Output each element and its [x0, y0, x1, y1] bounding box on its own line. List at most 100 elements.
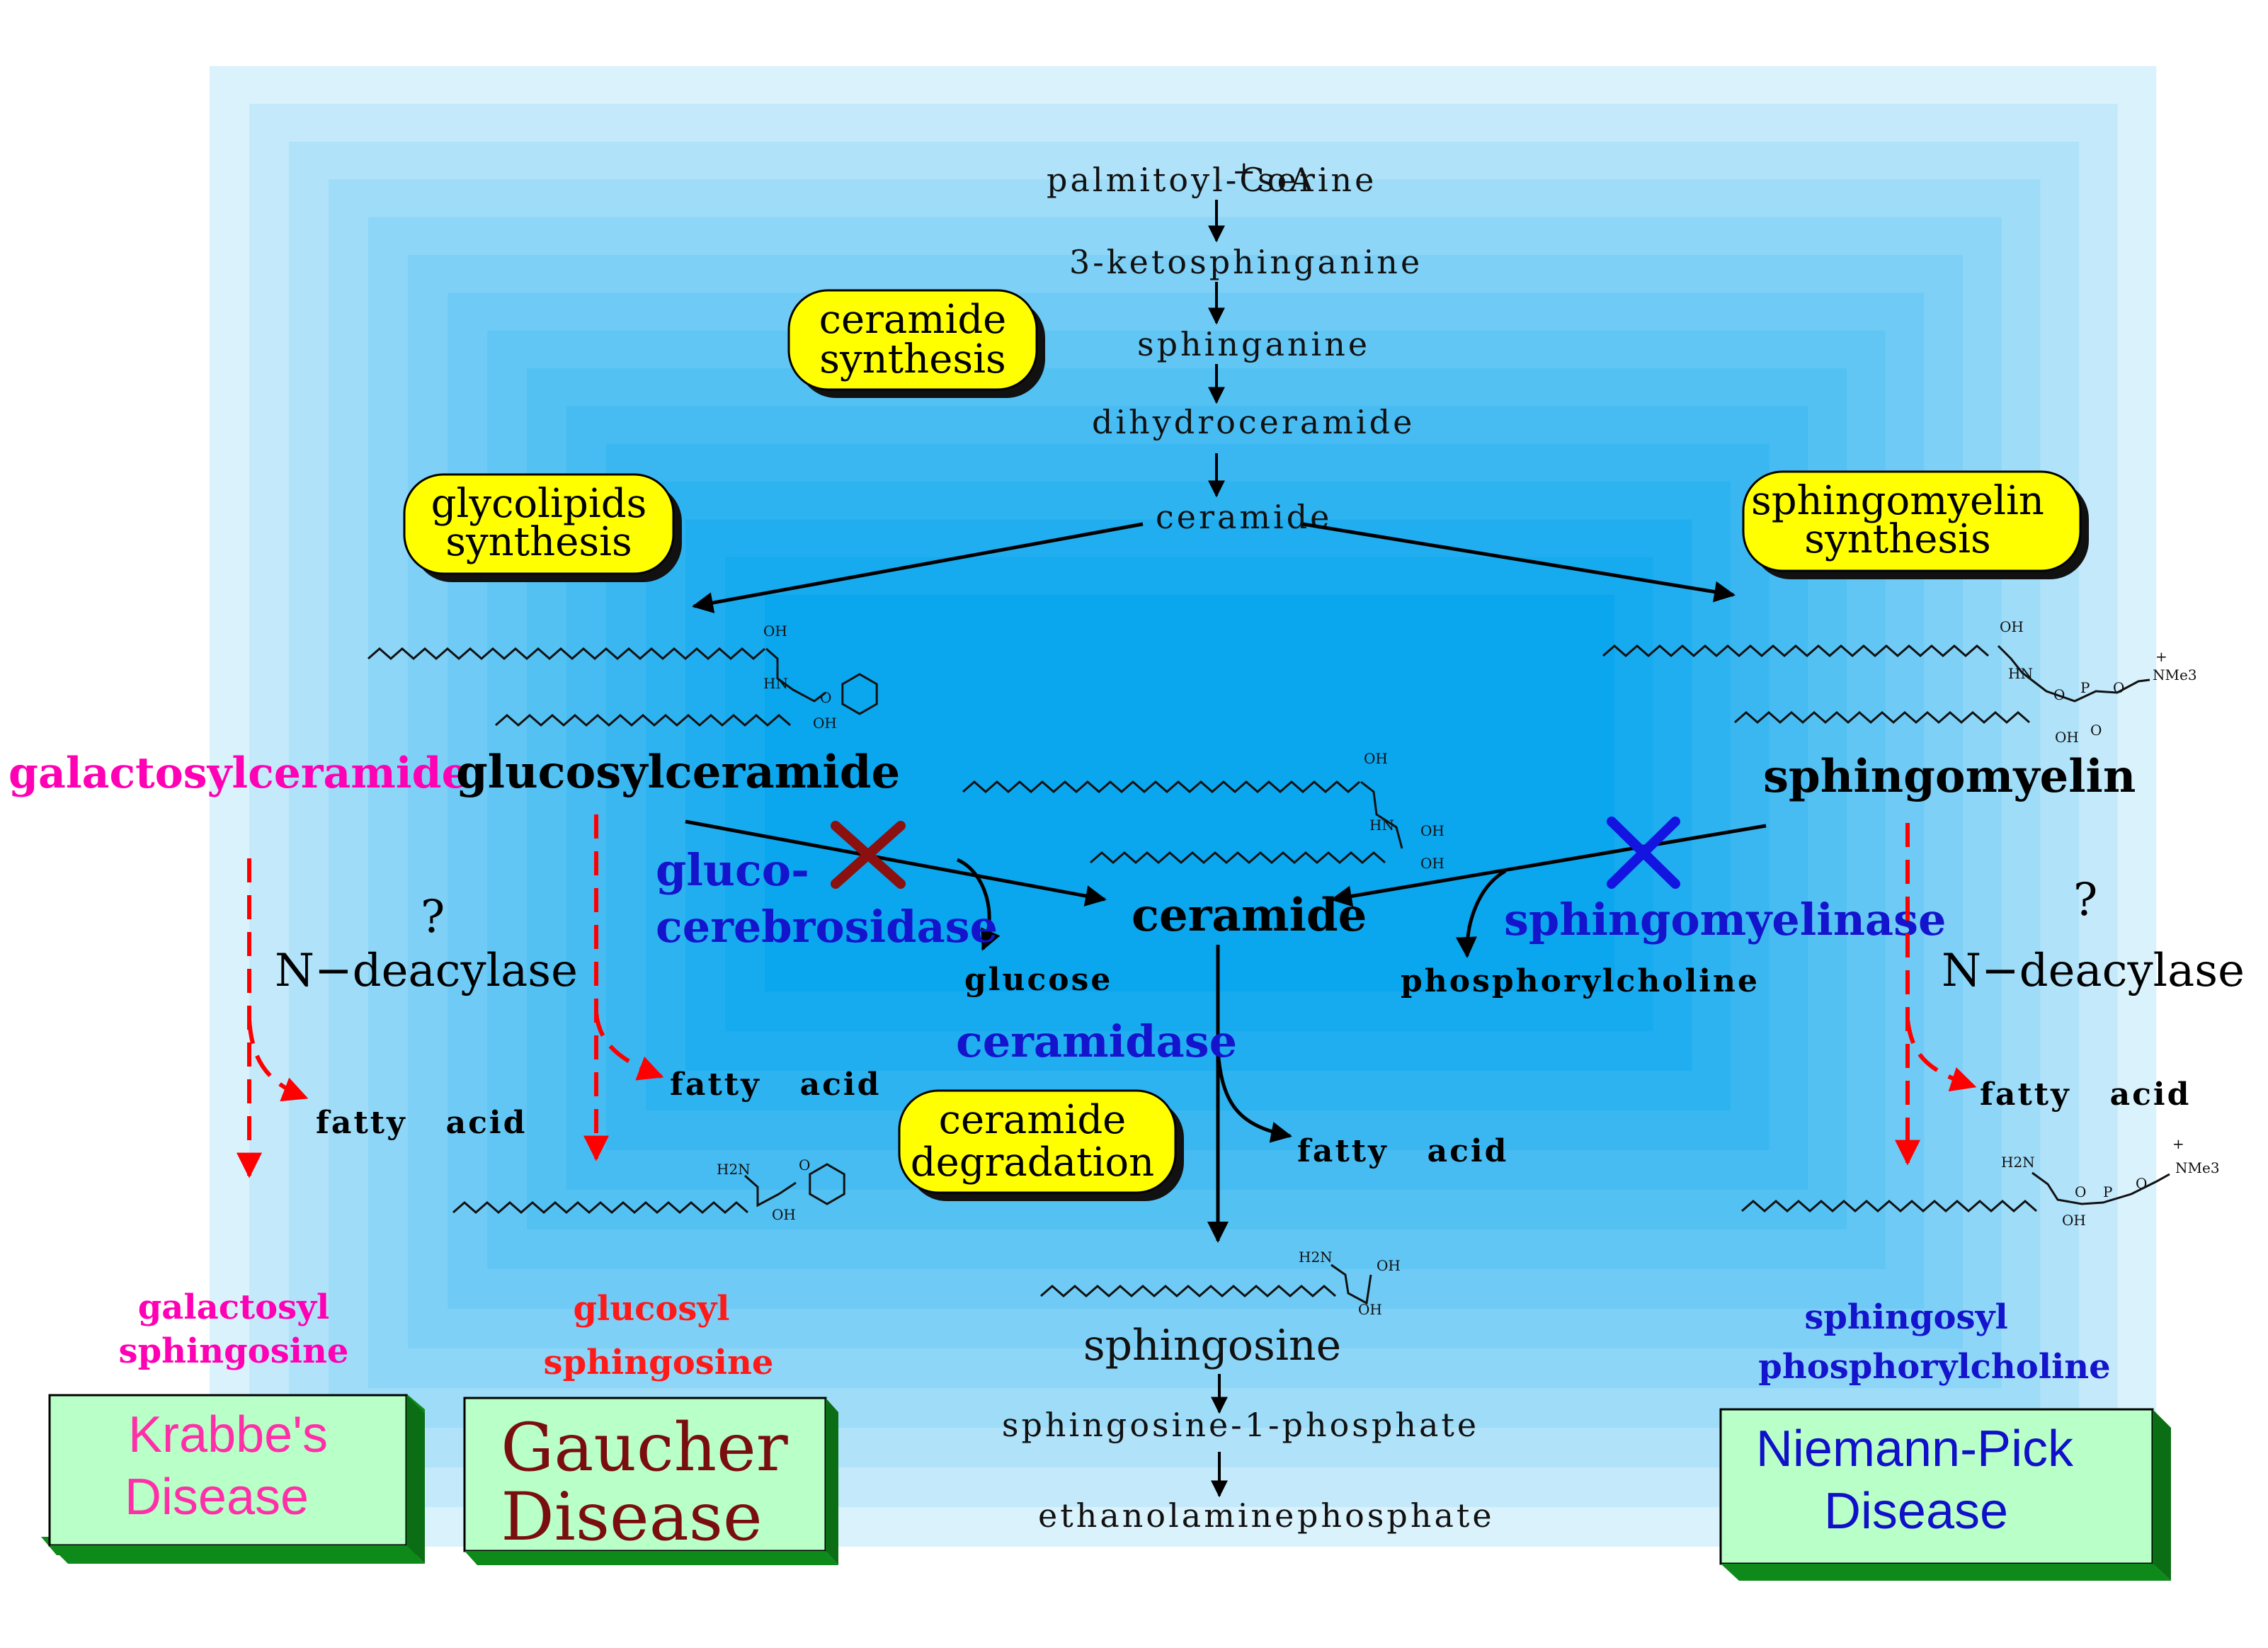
arrow-glucosylceramide-to-ceramide	[685, 819, 1107, 907]
structure-atom-labels: OH HN O OH OH HN OH OH OH HN O P O NMe3 …	[717, 618, 2220, 1318]
serine-label: serine	[1258, 161, 1377, 199]
sphingomyelin-headgroup	[1997, 644, 2150, 703]
arrow-ceramide-to-glucosylceramide	[692, 522, 1144, 613]
sphingosyl-phosphorylcholine-line2: phosphorylcholine	[1758, 1347, 2110, 1387]
arrow-sphingomyelin-to-ceramide	[1330, 824, 1767, 907]
atom-o: O	[2113, 679, 2124, 696]
ceramide-fatty-chain	[962, 780, 1360, 793]
atom-plus: +	[2172, 1135, 2184, 1152]
glucocerebrosidase-line2: cerebrosidase	[656, 901, 998, 953]
sphingomyelin-fatty-chain	[1602, 644, 1989, 657]
atom-o: O	[820, 689, 831, 706]
sphingosine-headgroup	[1330, 1263, 1372, 1305]
atom-h2n: H2N	[717, 1161, 751, 1178]
gaucher-line1: Gaucher	[501, 1409, 787, 1487]
arrow-ceramide-to-sphingomyelin	[1302, 522, 1736, 603]
glucocerebrosidase-block-x	[831, 821, 906, 889]
atom-hn: HN	[1369, 817, 1394, 834]
gradient-background	[170, 28, 2195, 1586]
arrow-to-glucose	[956, 858, 1001, 951]
ketosphinganine-label: 3-ketosphinganine	[1069, 243, 1423, 281]
galactosylceramide-label: galactosylceramide	[8, 749, 469, 798]
glycolipids-synthesis-line2: synthesis	[445, 519, 632, 565]
atom-o: O	[2136, 1175, 2147, 1192]
atom-oh: OH	[813, 715, 837, 732]
galactosyl-sphingosine-line2: sphingosine	[119, 1331, 349, 1371]
atom-o: O	[2090, 722, 2102, 739]
atom-o: O	[799, 1157, 810, 1174]
sphingomyelin-synthesis-line1: sphingomyelin	[1751, 478, 2044, 524]
ethanolamine-label: ethanolamine	[1038, 1496, 1297, 1535]
glycolipids-synthesis-box: glycolipids synthesis	[403, 473, 682, 582]
ceramide-synthesis-line2: synthesis	[819, 336, 1006, 382]
fatty-acid-galactosyl: fatty acid	[316, 1105, 527, 1141]
dihydroceramide-label: dihydroceramide	[1092, 403, 1415, 441]
deacylase-arrows	[237, 814, 1977, 1178]
sphingosine-label: sphingosine	[1083, 1321, 1341, 1370]
dashed-arrow-glucosyl-fatty-acid	[594, 1012, 664, 1081]
atom-hn: HN	[763, 675, 788, 692]
atom-oh: OH	[1420, 822, 1444, 839]
atom-p: P	[2080, 679, 2090, 696]
atom-oh: OH	[1364, 750, 1388, 767]
atom-o: O	[2053, 686, 2065, 703]
atom-oh: OH	[772, 1206, 796, 1223]
chemical-structures	[367, 644, 2170, 1305]
krabbe-line1: Krabbe's	[128, 1407, 328, 1463]
atom-plus: +	[2155, 648, 2167, 665]
arrow-ceramide-to-fatty-acid	[1216, 1050, 1292, 1143]
phosphorylcholine-label: phosphorylcholine	[1401, 963, 1760, 999]
sphingomyelin-label: sphingomyelin	[1763, 750, 2136, 803]
ceramide-headgroup	[1360, 780, 1403, 849]
sphingomyelin-sphingoid-chain	[1734, 711, 2030, 724]
atom-nme3: NMe3	[2153, 666, 2197, 683]
krabbe-disease-box: Krabbe's Disease	[41, 1394, 425, 1564]
question-mark-left: ?	[421, 891, 445, 943]
atom-nme3: NMe3	[2175, 1159, 2220, 1176]
fatty-acid-glucosyl: fatty acid	[670, 1067, 881, 1103]
plus-sign: +	[1232, 156, 1256, 188]
ceramide-degradation-line1: ceramide	[939, 1097, 1127, 1143]
ceramide-sphingoid-chain	[1090, 851, 1386, 864]
ceramide-degradation-box: ceramide degradation	[898, 1089, 1184, 1201]
glucose-ring	[841, 673, 878, 715]
atom-oh: OH	[2000, 618, 2024, 635]
gaucher-disease-box: Gaucher Disease	[463, 1397, 838, 1565]
atom-oh: OH	[1420, 855, 1444, 872]
glucosyl-sphingosine-headgroup	[744, 1174, 797, 1207]
phosphate-label: phosphate	[1297, 1496, 1495, 1535]
atom-p: P	[2103, 1183, 2112, 1200]
glucosylceramide-headgroup	[765, 647, 826, 703]
glucosylceramide-sphingoid-chain	[495, 714, 791, 727]
synthesis-pathway: palmitoyl-CoA serine + 3-ketosphinganine…	[1047, 156, 1423, 536]
ceramide-top-label: ceramide	[1156, 498, 1332, 536]
sphingomyelinase-label: sphingomyelinase	[1504, 894, 1946, 945]
glucosyl-sphingosine-line2: sphingosine	[544, 1343, 774, 1382]
ceramide-center-label: ceramide	[1132, 889, 1367, 942]
ceramidase-label: ceramidase	[956, 1016, 1237, 1067]
sphingomyelin-synthesis-line2: synthesis	[1804, 516, 1991, 562]
sphingosyl-phosphorylcholine-line1: sphingosyl	[1804, 1297, 2007, 1337]
sphingomyelinase-block-x	[1607, 817, 1680, 889]
atom-oh: OH	[2062, 1212, 2086, 1229]
atom-oh: OH	[763, 623, 787, 640]
glucosylceramide-fatty-chain	[367, 647, 765, 660]
atom-oh: OH	[1358, 1301, 1382, 1318]
niemann-pick-line1: Niemann-Pick	[1756, 1421, 2074, 1477]
atom-h2n: H2N	[2001, 1154, 2035, 1171]
sphingosyl-phosphorylcholine-chain	[1741, 1200, 2037, 1212]
glucocerebrosidase-line1: gluco-	[656, 844, 809, 896]
glycolipids-synthesis-line1: glycolipids	[431, 481, 647, 527]
degradation-arrows	[685, 819, 1767, 1243]
glucose-label: glucose	[964, 962, 1112, 998]
atom-o: O	[2075, 1183, 2086, 1200]
gaucher-line2: Disease	[501, 1479, 762, 1556]
sphingosine-chain	[1040, 1285, 1336, 1297]
sphingomyelin-synthesis-box: sphingomyelin synthesis	[1742, 470, 2089, 579]
question-mark-right: ?	[2073, 874, 2097, 926]
fatty-acid-sphingomyelin: fatty acid	[1980, 1076, 2191, 1113]
niemann-pick-line2: Disease	[1824, 1483, 2008, 1540]
glucosylceramide-label: glucosylceramide	[456, 746, 900, 799]
background-glow-step	[765, 595, 1614, 991]
krabbe-line2: Disease	[125, 1469, 309, 1525]
